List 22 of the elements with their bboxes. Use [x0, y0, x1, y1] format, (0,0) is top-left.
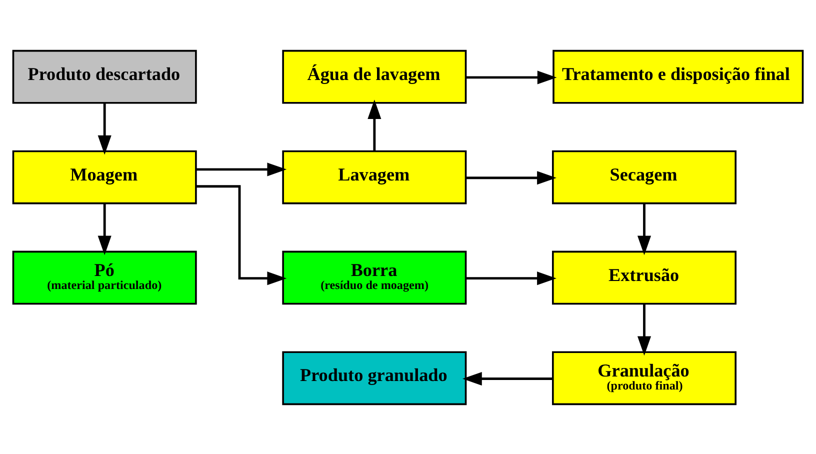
arrow — [466, 271, 556, 285]
node-box: Tratamento e disposição final — [552, 49, 804, 104]
node-box: Borra (resíduo de moagem) — [282, 250, 467, 304]
arrow — [637, 203, 652, 255]
arrow — [98, 102, 112, 154]
arrow — [637, 304, 652, 356]
arrow — [462, 371, 553, 386]
node-box: Pó (material particulado) — [12, 250, 197, 304]
arrow — [466, 70, 557, 84]
arrow — [368, 99, 382, 151]
arrow — [196, 162, 287, 176]
node-box: Secagem — [552, 150, 737, 204]
arrow — [196, 184, 287, 285]
node-box: Lavagem — [282, 150, 467, 204]
node-box: Moagem — [12, 150, 197, 204]
node-box: Água de lavagem — [282, 49, 467, 104]
arrow — [466, 170, 556, 184]
arrow — [98, 203, 112, 255]
node-box: Produto granulado — [282, 350, 467, 405]
node-box: Extrusão — [552, 250, 737, 304]
node-box: Produto descartado — [12, 49, 197, 104]
node-box: Granulação (produto final) — [552, 350, 737, 405]
